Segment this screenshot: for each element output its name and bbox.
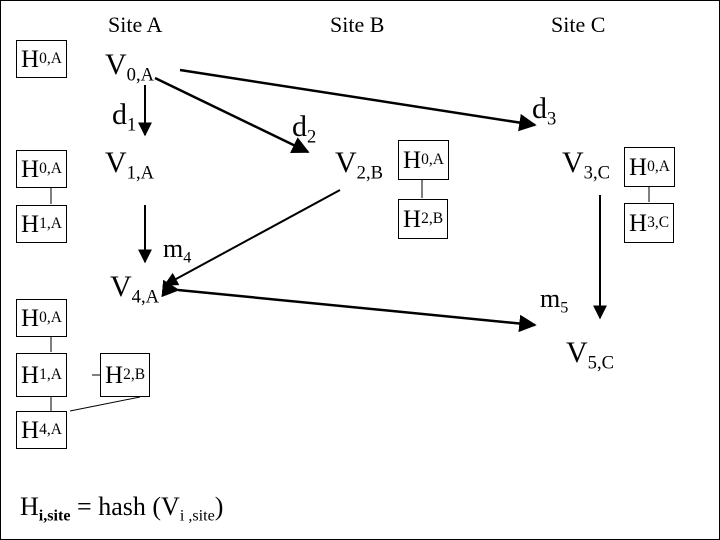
version-label: V5,C (566, 336, 615, 374)
merge-label: m4 (163, 234, 192, 267)
version-label: V1,A (105, 146, 155, 184)
hash-formula: Hi,site = hash (Vi ,site) (20, 492, 224, 525)
version-label: V4,A (110, 270, 160, 308)
merge-label: m5 (540, 284, 569, 317)
site-c-heading: Site C (551, 12, 606, 37)
delta-label: d1 (112, 98, 137, 136)
delta-label: d2 (292, 110, 317, 148)
site-b-heading: Site B (330, 12, 385, 37)
hash-link-5 (69, 396, 141, 412)
version-label: V3,C (562, 146, 611, 184)
edge-v4a-v5c (161, 279, 537, 333)
delta-label: d3 (532, 92, 557, 130)
edge-v0a-v3c (179, 68, 537, 132)
version-label: V2,B (335, 146, 384, 184)
edge-v0a-v2b (154, 76, 310, 154)
version-label: V0,A (105, 48, 155, 86)
edge-v2b-v4a (163, 189, 341, 286)
site-a-heading: Site A (108, 12, 163, 37)
